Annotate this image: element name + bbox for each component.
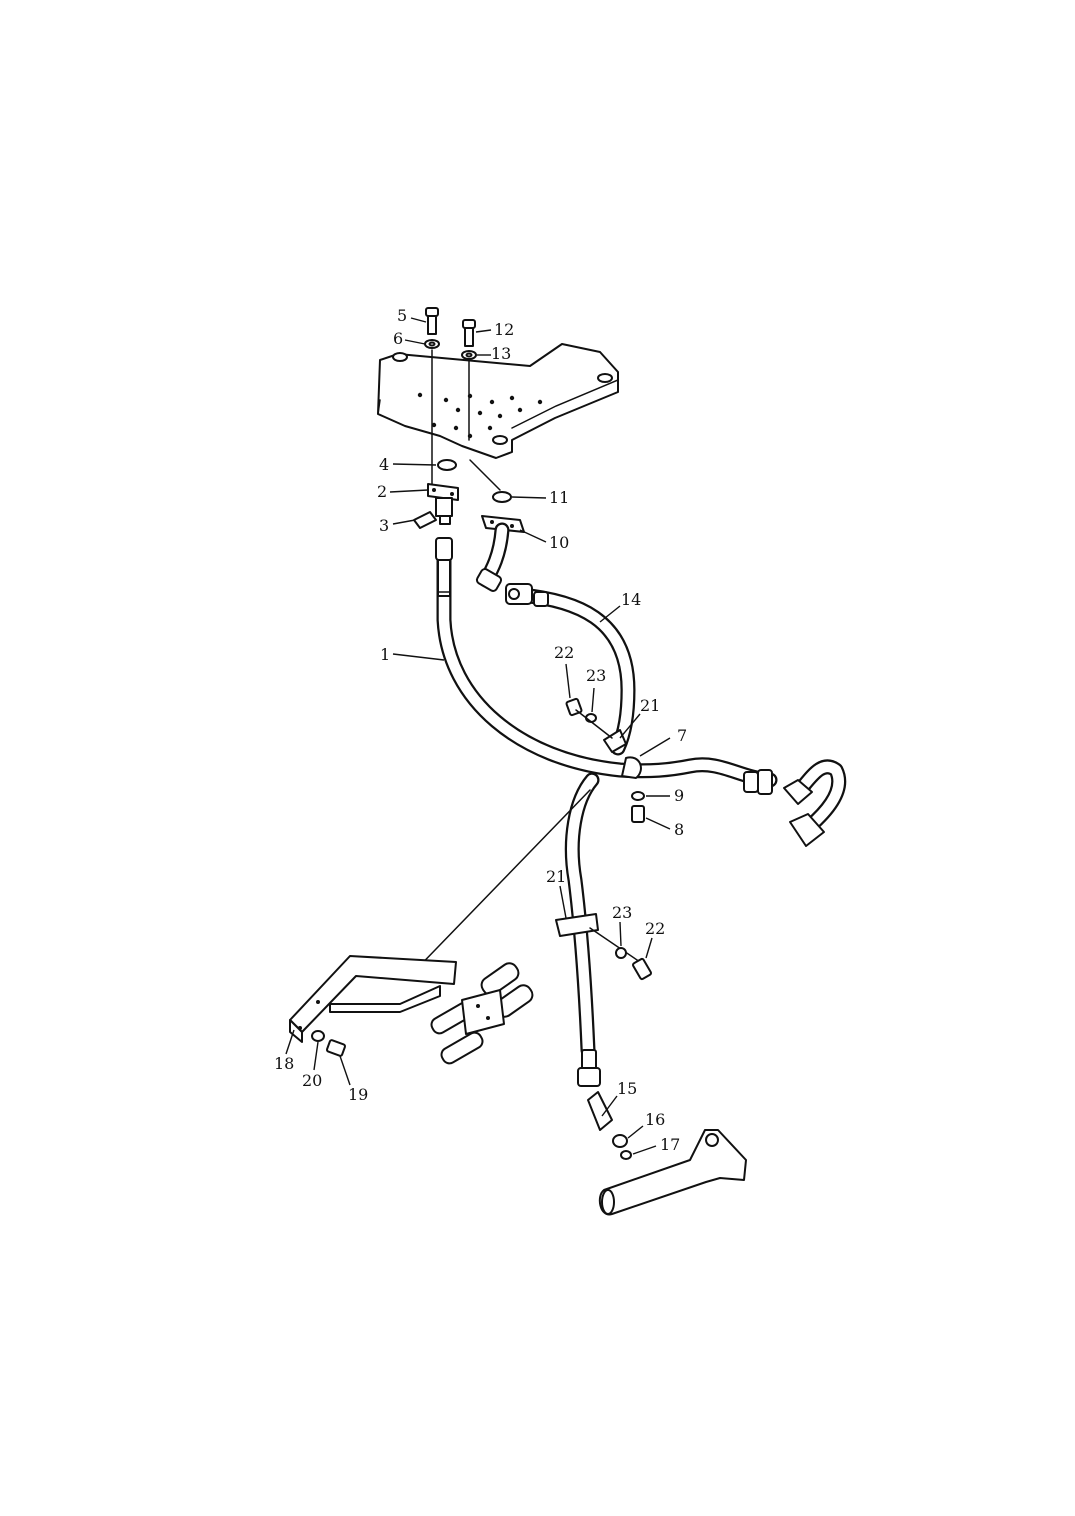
label-2: 2	[377, 482, 387, 501]
o-ring-11	[492, 491, 512, 503]
clamp-7	[621, 756, 642, 779]
pipe-body	[598, 1129, 747, 1216]
label-11: 11	[549, 488, 569, 507]
label-5: 5	[397, 306, 407, 325]
label-8: 8	[674, 820, 684, 839]
label-12: 12	[494, 320, 514, 339]
plate-holes	[417, 392, 543, 439]
label-20: 20	[302, 1071, 322, 1090]
mounting-plate	[377, 343, 619, 459]
bolt-12	[462, 319, 476, 347]
label-13: 13	[491, 344, 511, 363]
label-22-upper: 22	[554, 643, 574, 662]
clamp-21-upper	[603, 729, 627, 753]
o-ring-17	[620, 1150, 632, 1160]
label-9: 9	[674, 786, 684, 805]
label-23-upper: 23	[586, 666, 606, 685]
label-23-lower: 23	[612, 903, 632, 922]
nut-16	[612, 1134, 628, 1148]
label-15: 15	[617, 1079, 637, 1098]
label-10: 10	[549, 533, 569, 552]
washer-9	[631, 791, 645, 801]
washer-20	[311, 1030, 325, 1042]
flange-elbow-10	[475, 515, 525, 592]
o-ring-4	[437, 459, 457, 471]
label-16: 16	[645, 1110, 665, 1129]
bolt-22-lower	[632, 957, 652, 981]
label-4: 4	[379, 455, 389, 474]
bracket-assembly	[289, 789, 591, 1065]
u-pipe-fitting	[783, 759, 847, 847]
nipple-3	[413, 511, 437, 529]
hose-14	[505, 583, 636, 756]
label-18: 18	[274, 1054, 294, 1073]
elbow-15	[587, 1091, 613, 1131]
washer-6	[424, 339, 440, 349]
lower-hose	[564, 772, 601, 1087]
bolt-5	[425, 307, 439, 335]
label-1: 1	[380, 645, 390, 664]
leader-lines	[285, 317, 671, 1155]
bolt-8	[631, 805, 645, 823]
label-6: 6	[393, 329, 403, 348]
label-21-upper: 21	[640, 696, 660, 715]
label-7: 7	[677, 726, 687, 745]
part-labels: 1 2 3 4 5 6 7 8 9 10 11 12 13 14 15 16 1…	[274, 306, 687, 1154]
adapter-2	[427, 483, 459, 525]
washer-23-lower	[615, 947, 627, 959]
clamp-21-lower	[555, 913, 599, 937]
label-22-lower: 22	[645, 919, 665, 938]
label-19: 19	[348, 1085, 368, 1104]
label-14: 14	[621, 590, 641, 609]
label-17: 17	[660, 1135, 680, 1154]
label-3: 3	[379, 516, 389, 535]
bolt-19	[325, 1039, 347, 1057]
washer-13	[461, 350, 477, 360]
label-21-lower: 21	[546, 867, 566, 886]
cylinder-assembly	[430, 962, 534, 1065]
